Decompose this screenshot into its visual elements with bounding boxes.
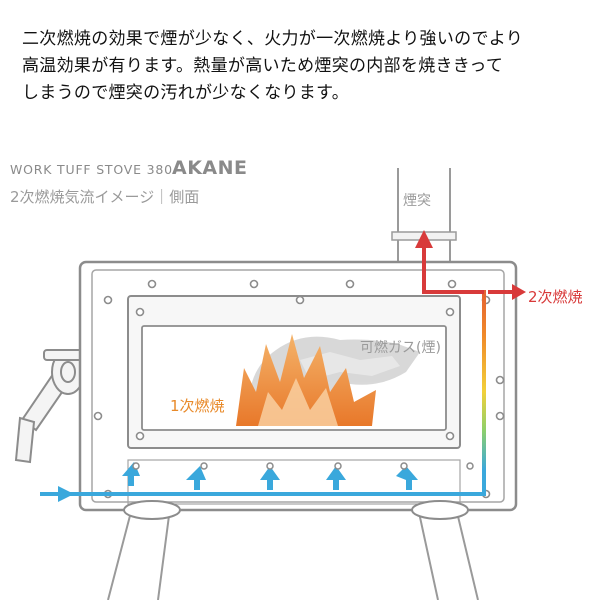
primary-air-flow	[40, 462, 486, 502]
brand-name: AKANE	[172, 157, 248, 179]
model-name: WORK TUFF STOVE 380	[10, 162, 173, 177]
crank-handle	[14, 349, 85, 464]
intro-text: 二次燃焼の効果で煙が少なく、火力が一次燃焼より強いのでより 高温効果が有ります。…	[22, 26, 582, 107]
intro-line-2: 高温効果が有ります。熱量が高いため煙突の内部を焼ききって	[22, 56, 504, 76]
stove-legs	[107, 500, 479, 600]
combustible-gas-label: 可燃ガス(煙)	[360, 340, 441, 356]
primary-flame	[236, 334, 376, 426]
secondary-air-flow	[415, 230, 526, 470]
intro-line-3: しまうので煙突の汚れが少なくなります。	[22, 83, 349, 103]
chimney-label: 煙突	[403, 193, 431, 209]
primary-combustion-label: 1次燃焼	[170, 397, 225, 415]
secondary-combustion-label: 2次燃焼	[528, 288, 583, 306]
diagram-subtitle: 2次燃焼気流イメージ｜側面	[10, 188, 200, 206]
intro-line-1: 二次燃焼の効果で煙が少なく、火力が一次燃焼より強いのでより	[22, 29, 524, 49]
